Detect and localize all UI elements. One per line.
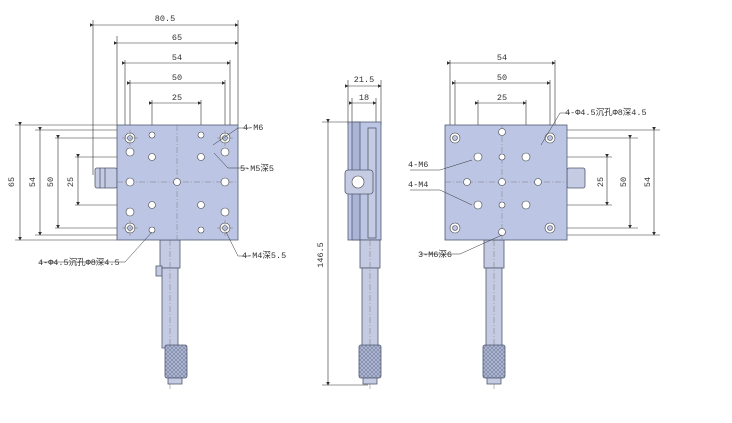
side-knob [358, 344, 382, 379]
dim-21-5: 21.5 [354, 75, 374, 85]
back-knob [482, 344, 506, 379]
note-cbore: 4-Φ4.5沉孔Φ8深4.5 [38, 258, 120, 268]
back-dim-54-h: 54 [643, 177, 653, 187]
locking-knob [94, 167, 118, 189]
dim-25-h: 25 [66, 177, 76, 187]
micrometer-knob [164, 344, 188, 379]
back-dim-25-w: 25 [497, 93, 507, 103]
back-note-cbore: 4-Φ4.5沉孔Φ8深4.5 [565, 108, 647, 118]
note-m6: 4-M6 [243, 123, 263, 133]
dim-50-w: 50 [172, 73, 182, 83]
back-dim-54-w: 54 [497, 53, 507, 63]
back-note-m6-3: 3-M6深6 [418, 250, 452, 260]
dim-25-w: 25 [172, 93, 182, 103]
dim-18: 18 [359, 93, 369, 103]
back-body [444, 124, 568, 241]
back-view: 54 50 25 25 50 54 [408, 53, 660, 390]
note-m4: 4-M4深5.5 [242, 251, 286, 261]
dim-146-5: 146.5 [316, 242, 326, 268]
dim-65-w: 65 [172, 33, 182, 43]
back-dim-25-h: 25 [596, 177, 606, 187]
dim-54-w: 54 [172, 53, 182, 63]
side-view: 21.5 18 146.5 [316, 75, 382, 390]
back-dim-50-h: 50 [619, 177, 629, 187]
dim-54-h: 54 [28, 177, 38, 187]
note-m5: 5-M5深5 [240, 164, 274, 174]
back-note-m6: 4-M6 [408, 160, 428, 170]
dim-50-h: 50 [46, 177, 56, 187]
front-view: 80.5 65 54 50 25 65 54 50 25 [7, 14, 286, 390]
back-dim-50-w: 50 [497, 73, 507, 83]
back-note-m4: 4-M4 [408, 180, 428, 190]
dim-65-h: 65 [7, 177, 17, 187]
dim-80-5: 80.5 [155, 14, 175, 24]
